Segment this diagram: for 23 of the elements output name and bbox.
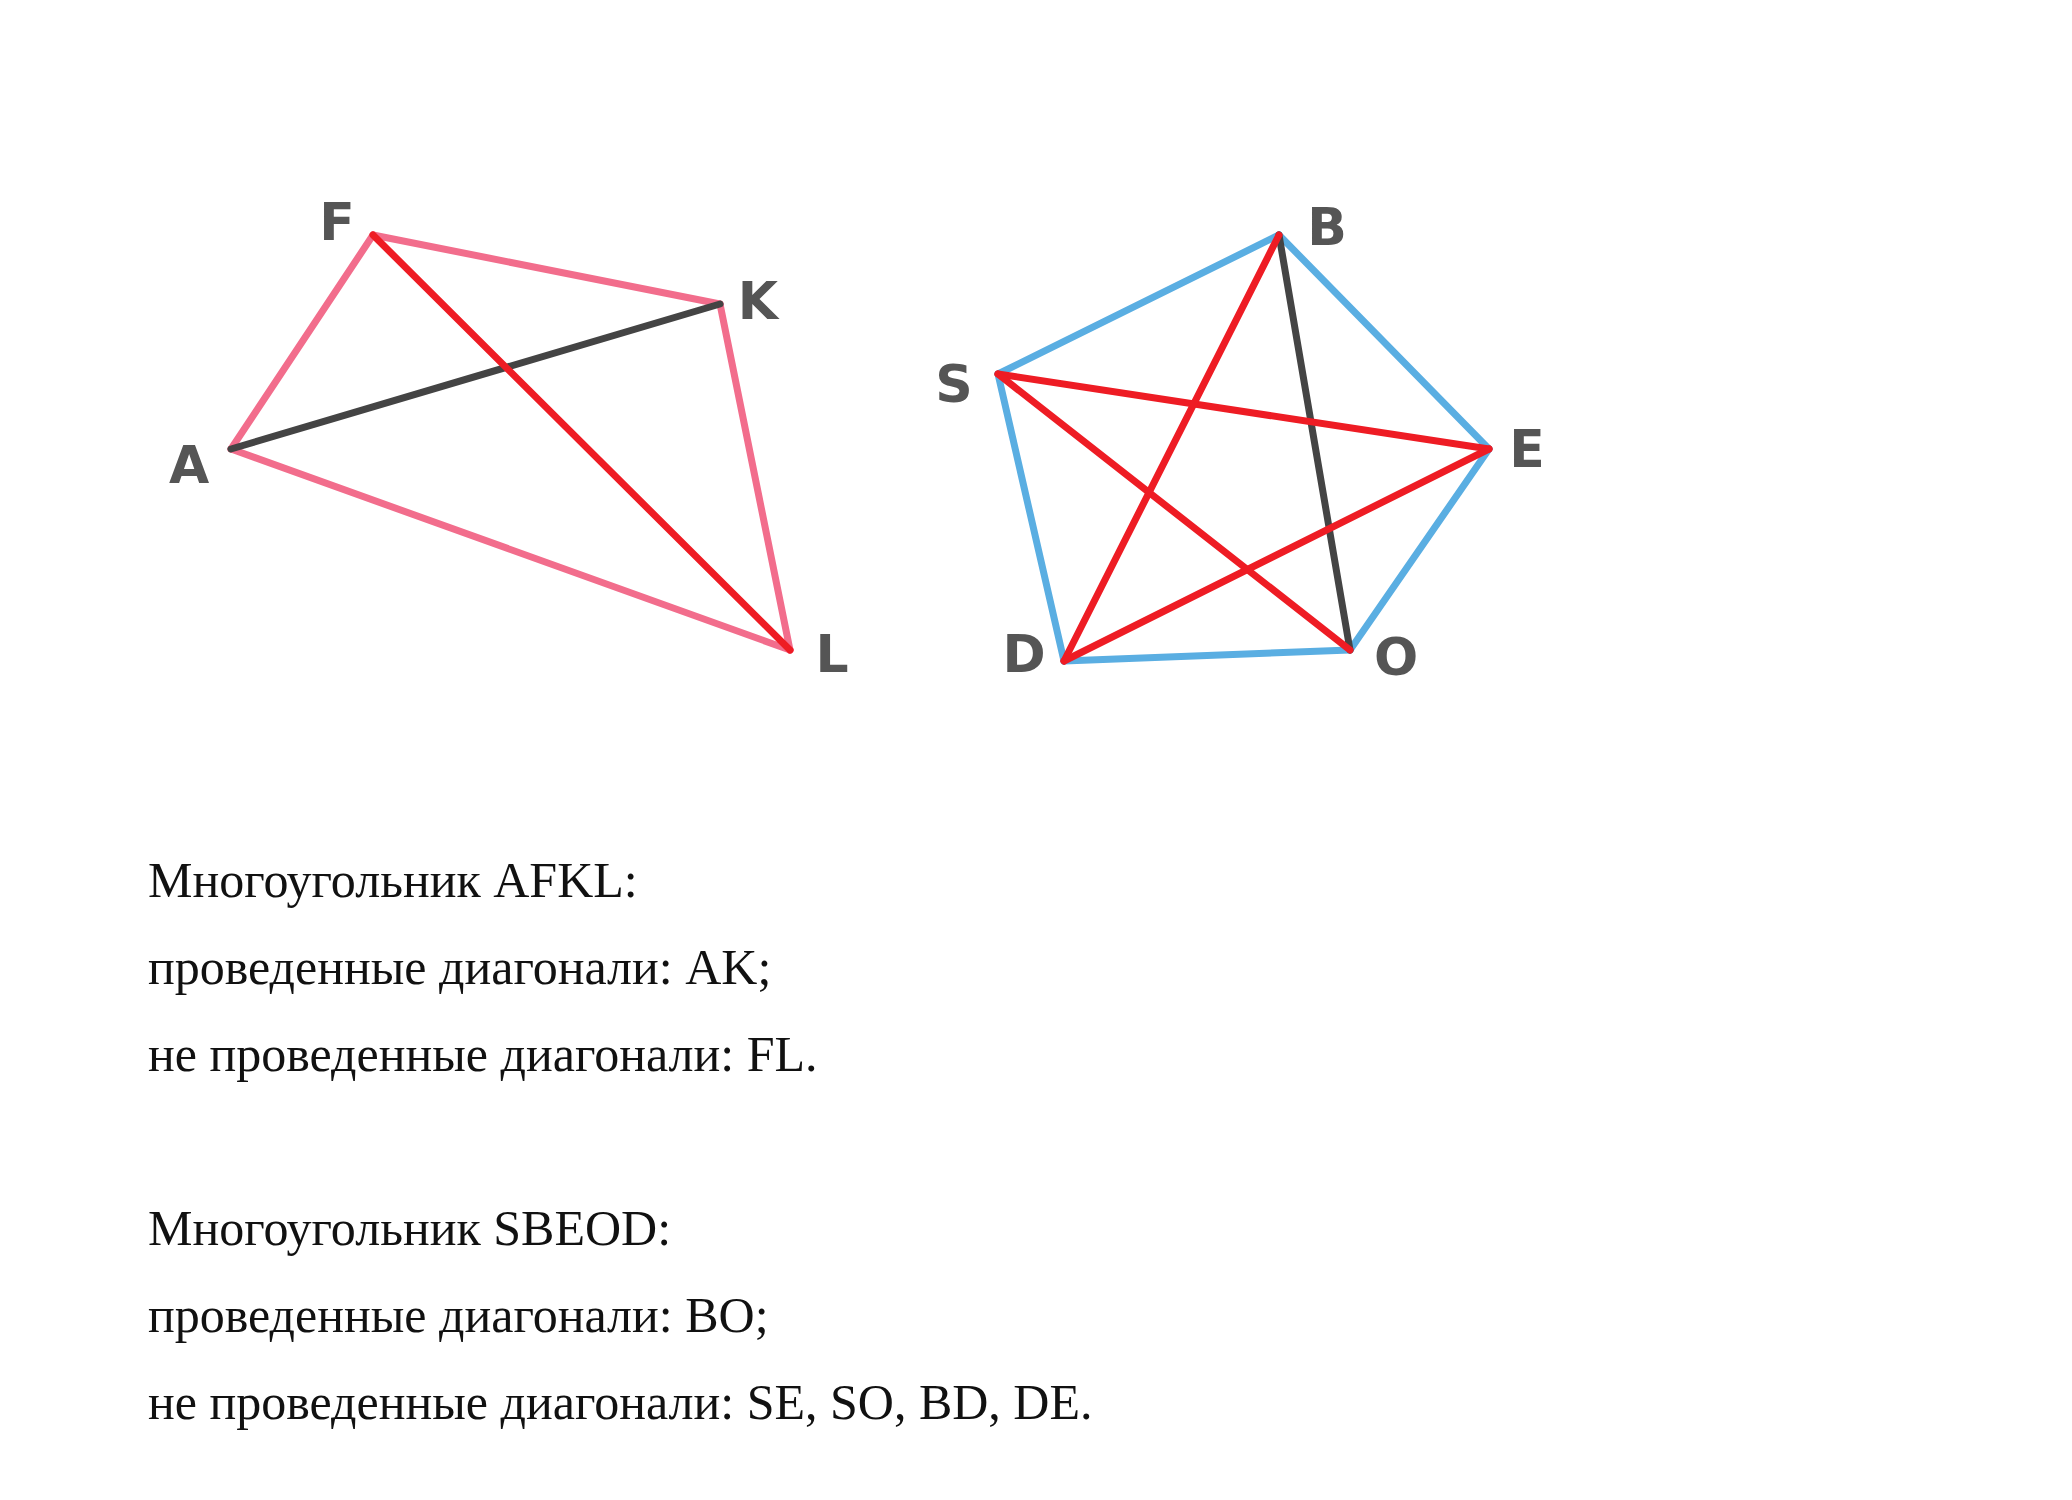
polygon-line: [369, 231, 794, 654]
vertex-label: F: [319, 196, 355, 248]
polygon-line: [1060, 445, 1493, 665]
answer-text: Многоугольник SBEOD:: [148, 1201, 672, 1256]
polygon-line: [994, 370, 1493, 453]
answer-text: не проведенные диагонали: FL.: [148, 1027, 818, 1082]
vertex-label: D: [1002, 628, 1046, 680]
answer-text: проведенные диагонали: BO;: [148, 1288, 769, 1343]
polygon-line: [1275, 231, 1354, 654]
vertex-label: K: [737, 275, 779, 327]
polygon-line: [994, 370, 1354, 654]
vertex-label: O: [1373, 631, 1419, 683]
polygon-line: [369, 231, 724, 308]
vertex-label: A: [168, 439, 210, 491]
vertex-label: L: [815, 628, 849, 680]
vertex-label: S: [935, 358, 973, 410]
answer-text: Многоугольник AFKL:: [148, 853, 638, 908]
answer-text: не проведенные диагонали: SE, SO, BD, DE.: [148, 1375, 1093, 1430]
polygon-line: [227, 300, 724, 453]
vertex-label: E: [1509, 423, 1545, 475]
vertex-label: B: [1307, 201, 1347, 253]
answer-text: проведенные диагонали: AK;: [148, 940, 772, 995]
polygon-line: [716, 300, 794, 654]
